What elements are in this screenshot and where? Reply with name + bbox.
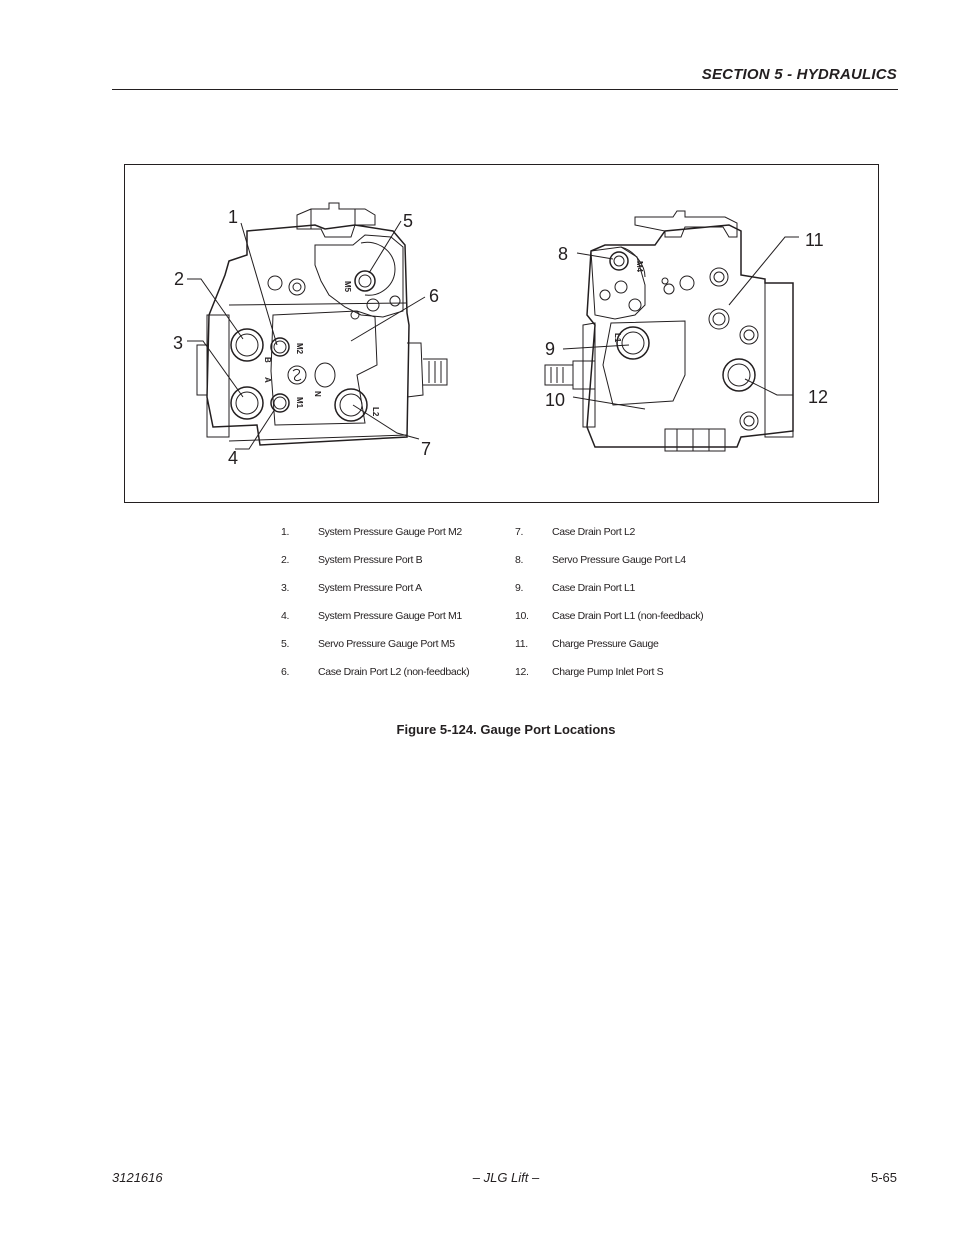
stamp-n: N [313, 391, 322, 397]
legend-item: 4. System Pressure Gauge Port M1 [281, 610, 511, 638]
figure-frame: 1 2 3 4 5 6 7 8 9 10 11 12 M2 M1 M5 L2 N… [124, 164, 879, 503]
legend-column-left: 1. System Pressure Gauge Port M2 2. Syst… [281, 526, 511, 694]
legend-number: 1. [281, 526, 290, 538]
stamp-b: B [263, 357, 272, 363]
legend-item: 5. Servo Pressure Gauge Port M5 [281, 638, 511, 666]
legend-text: System Pressure Gauge Port M1 [318, 610, 462, 622]
legend-text: Case Drain Port L1 [552, 582, 635, 594]
legend-number: 11. [515, 638, 528, 650]
legend-text: System Pressure Port A [318, 582, 422, 594]
legend-text: Case Drain Port L2 (non-feedback) [318, 666, 470, 678]
stamp-l2: L2 [371, 407, 380, 417]
section-title: SECTION 5 - HYDRAULICS [701, 66, 897, 83]
stamp-l1: L1 [613, 333, 622, 343]
legend-number: 8. [515, 554, 524, 566]
legend-number: 5. [281, 638, 290, 650]
stamp-m1: M1 [295, 397, 304, 409]
stamp-m5: M5 [343, 281, 352, 293]
legend-number: 9. [515, 582, 524, 594]
legend-number: 2. [281, 554, 290, 566]
legend-item: 6. Case Drain Port L2 (non-feedback) [281, 666, 511, 694]
right-pump-drawing [544, 210, 799, 452]
stamp-m4: M4 [635, 261, 644, 273]
figure-caption-row: Figure 5-124. Gauge Port Locations [0, 722, 954, 737]
callout-5: 5 [403, 211, 413, 231]
legend-item: 10. Case Drain Port L1 (non-feedback) [515, 610, 745, 638]
callout-4: 4 [228, 448, 238, 468]
legend-text: Servo Pressure Gauge Port M5 [318, 638, 455, 650]
legend-text: System Pressure Gauge Port M2 [318, 526, 462, 538]
legend-item: 3. System Pressure Port A [281, 582, 511, 610]
legend-item: 9. Case Drain Port L1 [515, 582, 745, 610]
stamp-m2: M2 [295, 343, 304, 355]
legend-item: 7. Case Drain Port L2 [515, 526, 745, 554]
legend-item: 1. System Pressure Gauge Port M2 [281, 526, 511, 554]
legend-text: Case Drain Port L2 [552, 526, 635, 538]
callout-1: 1 [228, 207, 238, 227]
footer-page-number: 5-65 [870, 1170, 897, 1185]
callout-10: 10 [545, 390, 565, 410]
legend-text: Charge Pump Inlet Port S [552, 666, 664, 678]
footer-doc-number: 3121616 [112, 1170, 163, 1185]
legend-number: 6. [281, 666, 290, 678]
legend-item: 11. Charge Pressure Gauge [515, 638, 745, 666]
figure-caption: Figure 5-124. Gauge Port Locations [396, 722, 616, 737]
footer-publisher: – JLG Lift – [472, 1170, 540, 1185]
callout-6: 6 [429, 286, 439, 306]
legend-number: 7. [515, 526, 524, 538]
callout-9: 9 [545, 339, 555, 359]
callout-2: 2 [174, 269, 184, 289]
legend-item: 2. System Pressure Port B [281, 554, 511, 582]
callout-3: 3 [173, 333, 183, 353]
left-pump-drawing [187, 202, 448, 450]
legend-text: Charge Pressure Gauge [552, 638, 659, 650]
stamp-a: A [263, 377, 272, 383]
legend-number: 10. [515, 610, 529, 622]
legend-number: 12. [515, 666, 529, 678]
pump-illustration: 1 2 3 4 5 6 7 8 9 10 11 12 M2 M1 M5 L2 N… [173, 202, 828, 468]
legend-column-right: 7. Case Drain Port L2 8. Servo Pressure … [515, 526, 745, 694]
callout-7: 7 [421, 439, 431, 459]
callout-12: 12 [808, 387, 828, 407]
legend-item: 8. Servo Pressure Gauge Port L4 [515, 554, 745, 582]
header-rule [112, 89, 898, 90]
callout-11: 11 [805, 230, 824, 250]
legend-number: 3. [281, 582, 290, 594]
legend-text: System Pressure Port B [318, 554, 423, 566]
legend-item: 12. Charge Pump Inlet Port S [515, 666, 745, 694]
legend-text: Servo Pressure Gauge Port L4 [552, 554, 686, 566]
legend-text: Case Drain Port L1 (non-feedback) [552, 610, 704, 622]
callout-8: 8 [558, 244, 568, 264]
legend-number: 4. [281, 610, 290, 622]
